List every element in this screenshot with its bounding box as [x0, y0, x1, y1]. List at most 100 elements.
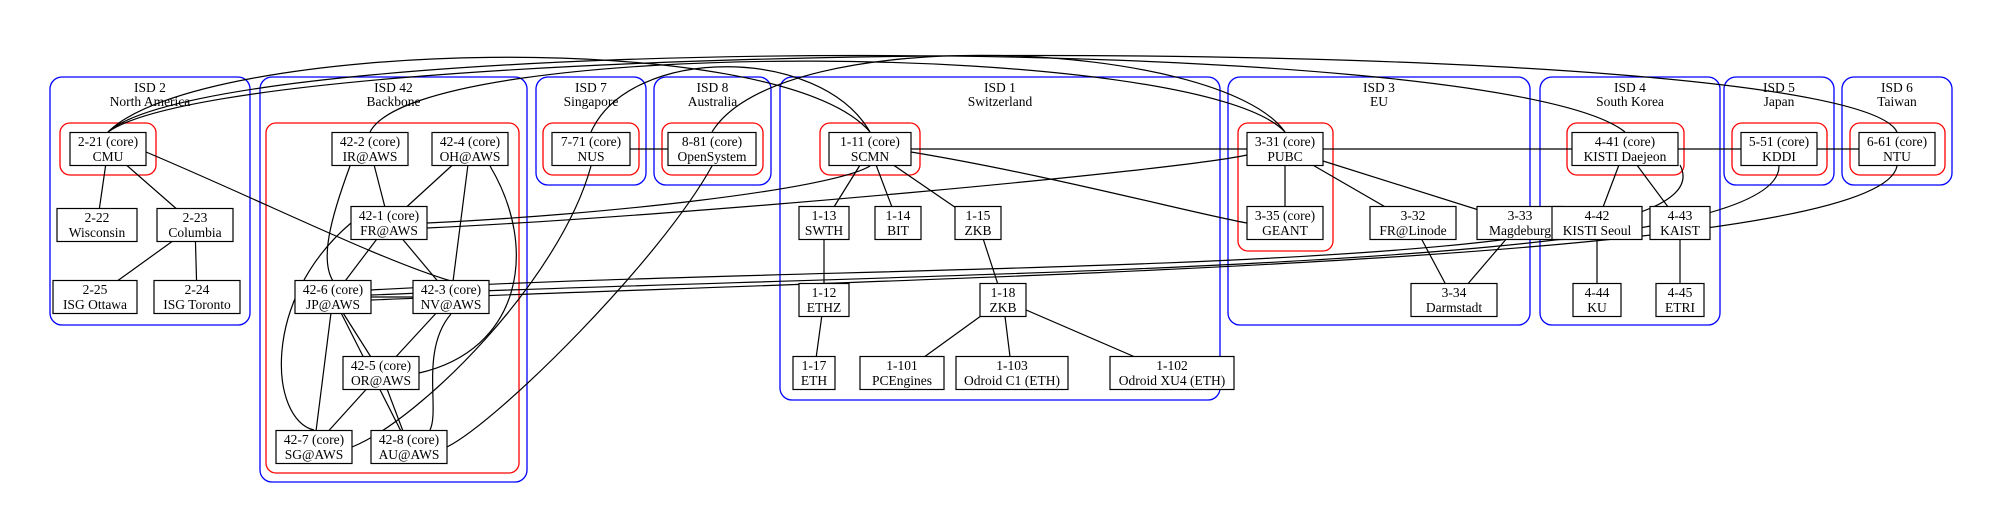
- as-node-name: CMU: [93, 149, 124, 164]
- as-node-box: [1109, 355, 1235, 391]
- isd-title: ISD 3: [1363, 80, 1395, 95]
- isd-boundary: [1841, 76, 1953, 186]
- as-node-id: 3-34: [1442, 285, 1467, 300]
- as-node-box: [431, 131, 509, 167]
- as-node-id: 5-51 (core): [1749, 134, 1809, 149]
- as-node-id: 1-101: [886, 358, 918, 373]
- as-node-name: OR@AWS: [351, 373, 411, 388]
- as-node-name: FR@AWS: [360, 223, 418, 238]
- as-node-name: JP@AWS: [306, 297, 360, 312]
- as-node-id: 42-1 (core): [359, 208, 419, 223]
- as-node-id: 1-11 (core): [840, 134, 900, 149]
- as-node-id: 8-81 (core): [682, 134, 742, 149]
- link-42-6-42-7: [313, 296, 334, 448]
- as-node-id: 42-2 (core): [340, 134, 400, 149]
- as-node-id: 1-13: [812, 208, 837, 223]
- as-node-box: [1246, 205, 1324, 241]
- as-node-42-2[interactable]: 42-2 (core)IR@AWS: [331, 131, 409, 167]
- core-group: [59, 122, 157, 176]
- as-node-7-71[interactable]: 7-71 (core)NUS: [551, 131, 631, 167]
- as-node-name: KISTI Seoul: [1563, 223, 1632, 238]
- as-node-id: 42-4 (core): [440, 134, 500, 149]
- link-2-21-1-11: [107, 56, 871, 133]
- as-node-id: 4-42: [1585, 208, 1610, 223]
- as-node-3-35[interactable]: 3-35 (core)GEANT: [1246, 205, 1324, 241]
- as-node-1-11[interactable]: 1-11 (core)SCMN: [828, 131, 912, 167]
- as-node-box: [667, 131, 757, 167]
- as-node-3-31[interactable]: 3-31 (core)PUBC: [1246, 131, 1324, 167]
- as-node-box: [1858, 131, 1936, 167]
- as-node-box: [1551, 205, 1643, 241]
- isd-region: Taiwan: [1877, 94, 1917, 109]
- as-node-box: [56, 207, 138, 243]
- as-node-8-81[interactable]: 8-81 (core)OpenSystem: [667, 131, 757, 167]
- as-node-name: ETHZ: [807, 300, 842, 315]
- as-node-id: 1-14: [886, 208, 911, 223]
- as-node-42-4[interactable]: 42-4 (core)OH@AWS: [431, 131, 509, 167]
- as-node-name: SCMN: [851, 149, 890, 164]
- as-node-42-5[interactable]: 42-5 (core)OR@AWS: [342, 355, 420, 391]
- as-node-id: 1-18: [991, 285, 1016, 300]
- as-node-42-8[interactable]: 42-8 (core)AU@AWS: [370, 429, 448, 465]
- as-node-name: IR@AWS: [343, 149, 398, 164]
- as-node-box: [1410, 282, 1498, 318]
- as-node-box: [69, 131, 147, 167]
- as-node-box: [350, 205, 428, 241]
- as-node-id: 42-6 (core): [303, 282, 363, 297]
- as-node-name: ZKB: [990, 300, 1017, 315]
- link-42-2-42-6: [326, 165, 351, 282]
- as-node-2-21[interactable]: 2-21 (core)CMU: [69, 131, 147, 167]
- as-node-name: PUBC: [1267, 149, 1302, 164]
- isd-region: Australia: [688, 94, 738, 109]
- as-node-name: Darmstadt: [1426, 300, 1482, 315]
- as-node-6-61[interactable]: 6-61 (core)NTU: [1858, 131, 1936, 167]
- as-node-name: Odroid XU4 (ETH): [1119, 373, 1225, 388]
- as-node-box: [275, 429, 353, 465]
- as-node-42-3[interactable]: 42-3 (core)NV@AWS: [412, 279, 490, 315]
- isd-region: Singapore: [564, 94, 619, 109]
- isd-region: Japan: [1764, 94, 1795, 109]
- as-node-name: BIT: [887, 223, 910, 238]
- as-node-id: 42-3 (core): [421, 282, 481, 297]
- as-node-42-7[interactable]: 42-7 (core)SG@AWS: [275, 429, 353, 465]
- as-node-42-6[interactable]: 42-6 (core)JP@AWS: [294, 279, 372, 315]
- as-node-5-51[interactable]: 5-51 (core)KDDI: [1740, 131, 1818, 167]
- as-node-name: NTU: [1883, 149, 1911, 164]
- as-node-4-41[interactable]: 4-41 (core)KISTI Daejeon: [1571, 131, 1679, 167]
- link-42-4-42-3: [450, 148, 471, 298]
- as-node-name: ISG Toronto: [163, 297, 231, 312]
- as-node-box: [342, 355, 420, 391]
- link-42-1-3-31: [426, 154, 1248, 229]
- link-6-61-2-21: [107, 54, 1898, 133]
- as-node-name: Odroid C1 (ETH): [964, 373, 1060, 388]
- as-node-box: [1476, 205, 1564, 241]
- link-42-4-42-5: [418, 165, 517, 374]
- as-node-42-1[interactable]: 42-1 (core)FR@AWS: [350, 205, 428, 241]
- isd-region: Switzerland: [968, 94, 1033, 109]
- as-node-id: 42-7 (core): [284, 432, 344, 447]
